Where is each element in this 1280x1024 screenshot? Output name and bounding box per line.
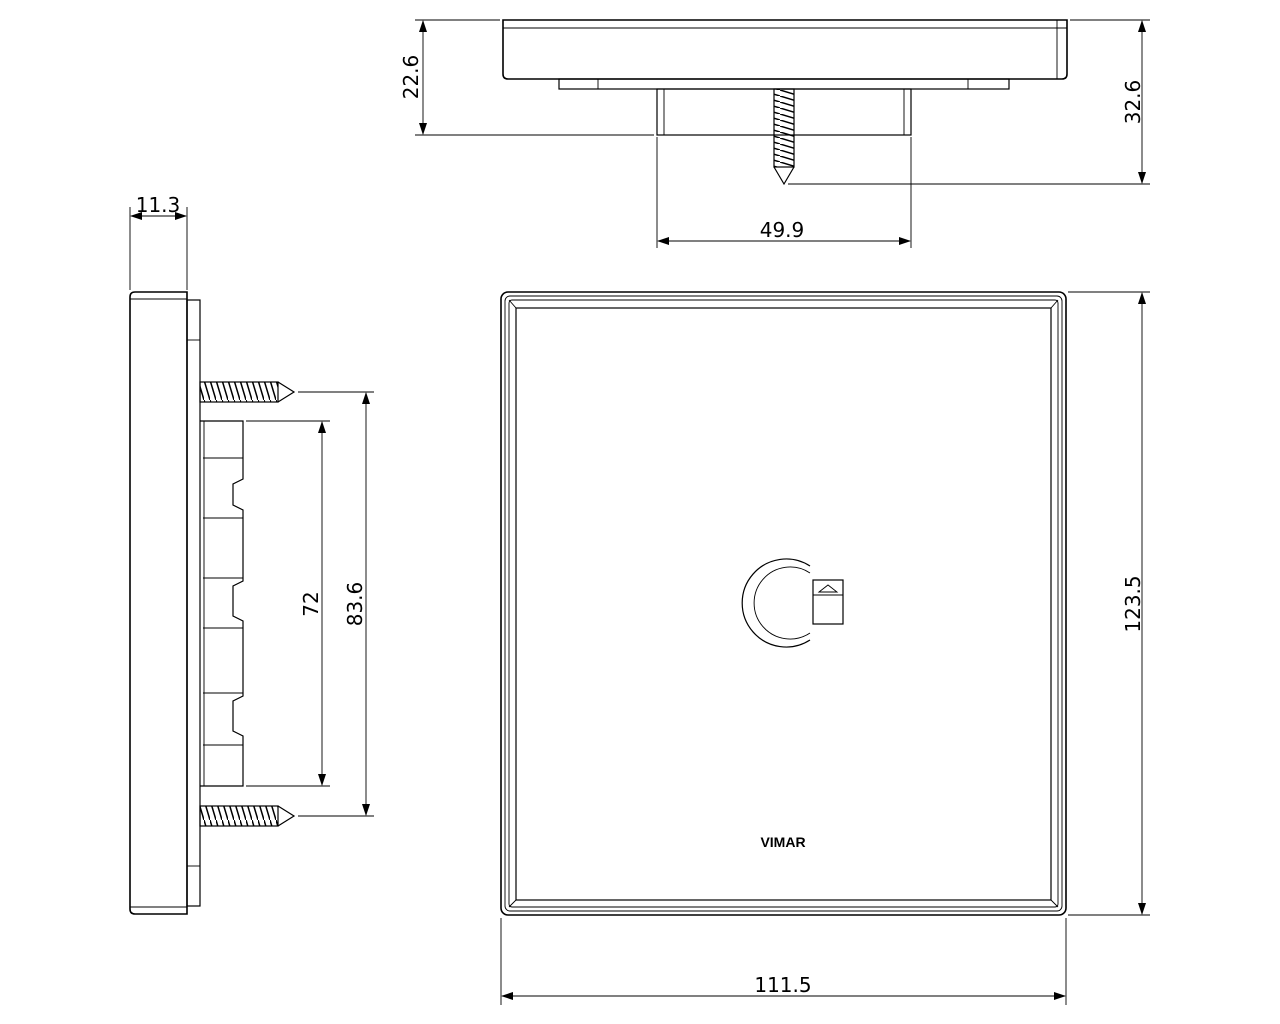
dim-label-11-3: 11.3	[136, 193, 181, 217]
side-view	[129, 291, 296, 915]
dimension-111-5: 111.5	[500, 918, 1067, 1005]
dimension-49-9: 49.9	[656, 137, 912, 248]
dim-label-111-5: 111.5	[754, 973, 811, 997]
card-sensor-icon	[741, 558, 844, 648]
dimension-11-3: 11.3	[129, 193, 188, 290]
brand-logo: VIMAR	[760, 834, 805, 850]
dim-label-49-9: 49.9	[760, 218, 805, 242]
screw-side-lower	[199, 805, 296, 827]
dimension-22-6: 22.6	[399, 19, 654, 136]
dimension-83-6: 83.6	[298, 391, 374, 817]
top-view	[502, 19, 1068, 186]
dimension-72: 72	[246, 420, 330, 787]
dim-label-72: 72	[299, 591, 323, 616]
dimension-32-6: 32.6	[788, 19, 1150, 185]
screw-side-upper	[199, 381, 296, 403]
dim-label-83-6: 83.6	[343, 582, 367, 627]
front-view: VIMAR	[500, 291, 1067, 916]
dim-label-123-5: 123.5	[1121, 575, 1145, 632]
screw-top	[773, 88, 795, 186]
dimension-123-5: 123.5	[1068, 291, 1150, 916]
dim-label-22-6: 22.6	[399, 55, 423, 100]
dim-label-32-6: 32.6	[1121, 80, 1145, 125]
